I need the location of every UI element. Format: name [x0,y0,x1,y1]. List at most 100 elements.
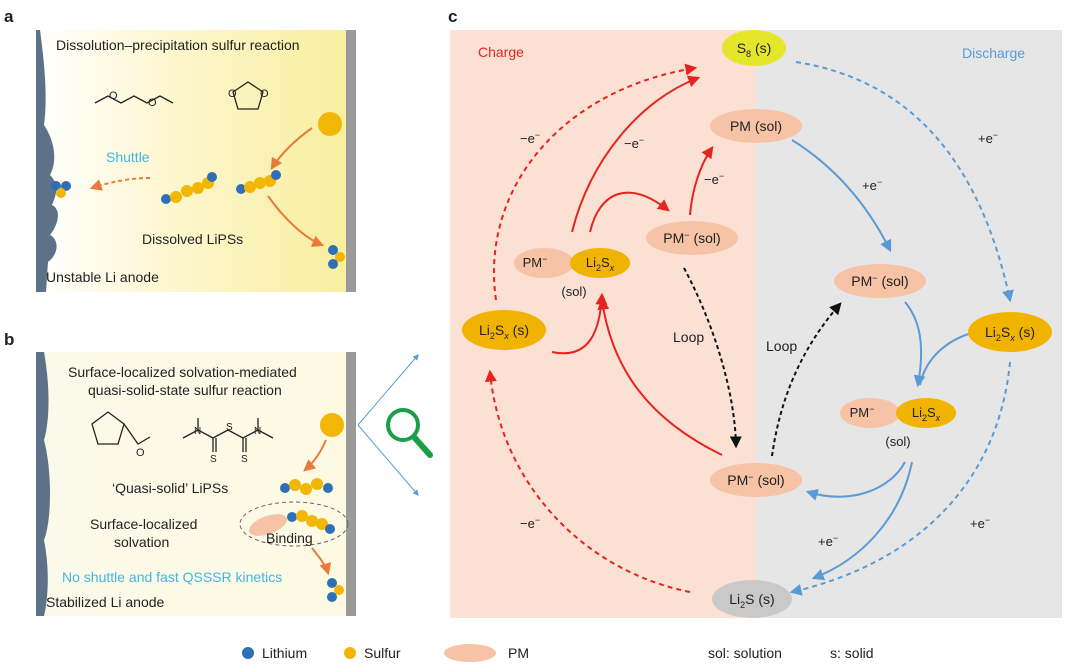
legend-sol-definition: sol: solution [708,645,782,661]
svg-text:(sol): (sol) [885,434,910,449]
li2s-precipitate [328,245,345,269]
legend-lithium-marker [242,647,254,659]
panel-a: a Dissolution–precipitation sulfur react… [4,7,356,292]
arrow-complex-to-pm-minus [589,191,670,233]
tmtd-s-2: S [241,454,248,465]
arrow-binding-product [311,547,332,576]
svg-text:Li2Sx: Li2Sx [586,255,615,273]
arrow-pm-minus-to-pm [689,146,714,216]
li2s-product-b [327,578,344,602]
panel-b-title-line2: quasi-solid-state sulfur reaction [88,382,282,398]
surface-localized-line2: solvation [114,534,169,550]
svg-text:PM−: PM− [523,254,548,270]
arrow-dissolution [270,127,313,171]
dol-oxygen-1: O [228,88,237,100]
lips-chain-1 [161,172,217,204]
unstable-li-anode-shape [36,30,58,292]
loop-label-right: Loop [766,338,797,354]
panel-c: c Charge Discharge Loop Loop −e− −e− −e−… [448,7,1062,618]
dol-molecule [232,81,264,110]
legend-s-definition: s: solid [830,645,874,661]
legend-lithium-label: Lithium [262,645,307,661]
arrow-precipitation [267,195,325,247]
discharge-label: Discharge [962,45,1025,61]
loop-arrow-up [771,302,842,457]
tmtd-s-1: S [210,454,217,465]
legend-sulfur-label: Sulfur [364,645,401,661]
zoom-connector [357,354,433,496]
lips-chain-2 [236,170,281,194]
dme-molecule [94,95,174,104]
svg-text:PM− (sol): PM− (sol) [663,230,720,246]
node-li2s-s: Li2S (s) [712,580,792,618]
loop-label-left: Loop [673,329,704,345]
svg-text:Li2Sx (s): Li2Sx (s) [479,322,529,341]
stabilized-li-anode-shape [36,352,50,616]
charge-label: Charge [478,44,524,60]
pm-binding-blob [248,514,288,536]
sulfur-particle [318,112,342,136]
node-li2sx-s-left: Li2Sx (s) [462,310,546,350]
panel-b-current-collector [346,352,356,616]
svg-text:PM (sol): PM (sol) [730,118,782,134]
node-pm-minus-sol-right: PM− (sol) [834,264,926,298]
panel-a-background [36,30,356,292]
stabilized-li-anode-label: Stabilized Li anode [46,594,165,610]
surface-localized-line1: Surface-localized [90,516,197,532]
panel-b-background [36,352,356,616]
tmtd-s-bridge: S [226,422,233,433]
dme-oxygen-2: O [148,97,157,109]
tmtd-n-1: N [194,426,201,437]
e-label-pm-to-pm-minus: +e− [862,177,882,193]
cpme-oxygen: O [136,447,145,459]
dme-oxygen-1: O [109,90,118,102]
panel-a-current-collector [346,30,356,292]
tmtd-molecule [182,418,274,452]
li-on-anode [51,181,71,198]
svg-text:Li2Sx (s): Li2Sx (s) [985,324,1035,343]
node-pm-minus-sol-upper: PM− (sol) [646,221,738,255]
panel-c-letter: c [448,7,457,26]
no-shuttle-label: No shuttle and fast QSSSR kinetics [62,569,282,585]
arrow-quasi-solid [303,439,327,472]
svg-text:Li2Sx: Li2Sx [912,405,941,423]
legend: Lithium Sulfur PM sol: solution s: solid [242,644,874,662]
panel-a-letter: a [4,7,14,26]
arrow-pm-minus-to-complex-right [904,301,926,388]
quasi-solid-chain [280,478,333,495]
panel-b: b Surface-localized solvation-mediated q… [4,330,356,616]
shuttle-label: Shuttle [106,149,150,165]
arrow-pm-minus-bottom-to-complex [597,297,723,456]
arrow-li2sx-joins-right [919,331,976,386]
legend-pm-marker [444,644,496,662]
e-label-pm-minus-to-pm: −e− [704,171,724,187]
legend-pm-label: PM [508,645,529,661]
node-li2sx-s-right: Li2Sx (s) [968,312,1052,352]
legend-sulfur-marker [344,647,356,659]
arrow-complex-to-pm-minus-bottom [805,461,906,501]
svg-text:Li2S (s): Li2S (s) [729,591,774,610]
node-pm-sol: PM (sol) [710,109,802,143]
panel-b-letter: b [4,330,14,349]
svg-text:PM−: PM− [850,404,875,420]
node-pm-minus-sol-bottom: PM− (sol) [710,463,802,497]
e-label-outer-charge-bottom: −e− [520,515,540,531]
bound-chain [287,510,335,534]
node-s8: S8 (s) [722,30,786,66]
tmtd-n-2: N [254,426,261,437]
arrow-complex-to-li2s [811,461,913,581]
arrow-complex-to-s8 [571,75,701,233]
node-complex-right: PM− Li2Sx (sol) [840,398,956,449]
svg-text:S8 (s): S8 (s) [737,40,772,59]
arrow-s8-to-li2sx-discharge [795,61,1014,303]
e-label-outer-charge-top: −e− [520,130,540,146]
e-label-complex-to-li2s: +e− [818,533,838,549]
loop-arrow-down [683,267,742,449]
magnifier-icon [386,408,420,442]
binding-ellipse [239,501,349,547]
sulfur-particle-b [320,413,344,437]
svg-text:PM− (sol): PM− (sol) [727,472,784,488]
e-label-outer-discharge-bottom: +e− [970,515,990,531]
shuttle-arrow [89,177,151,191]
